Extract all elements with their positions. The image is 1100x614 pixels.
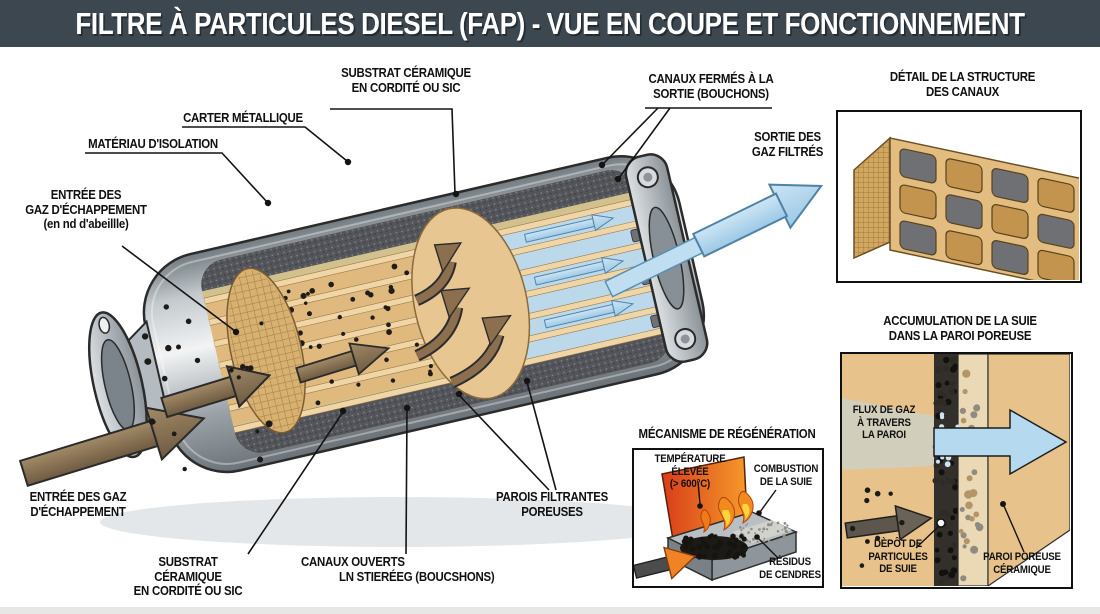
label-paroi-poreuse: PAROI POREUSE CÉRAMIQUE <box>983 551 1061 576</box>
label-parois-filtrantes: PAROIS FILTRANTES POREUSES <box>495 489 609 519</box>
leader-lines <box>85 107 772 555</box>
inset-soot-accumulation <box>840 352 1073 589</box>
label-sortie-gaz: SORTIE DES GAZ FILTRÉS <box>751 129 824 159</box>
insulation-bottom <box>234 331 676 459</box>
channel-grid-face <box>889 137 1079 280</box>
label-substrat-ceramique-bas: SUBSTRAT CÉRAMIQUE EN CORDITÉ OU SIC <box>133 554 243 599</box>
label-substrat-ceramique-haut: SUBSTRAT CÉRAMIQUE EN CORDITÉ OU SIC <box>341 65 471 95</box>
title-bar: FILTRE À PARTICULES DIESEL (FAP) - VUE E… <box>0 0 1100 47</box>
label-materiau-isolation: MATÉRIAU D'ISOLATION <box>88 136 218 151</box>
label-flux-de-gaz: FLUX DE GAZ À TRAVERS LA PAROI <box>852 404 916 442</box>
porous-side-face <box>853 136 891 260</box>
ceramic-wall-left <box>842 354 936 586</box>
filtered-gas-arrows <box>523 214 635 329</box>
label-combustion: COMBUSTION DE LA SUIE <box>753 463 819 488</box>
label-entree-gaz-bas: ENTRÉE DES GAZ D'ÉCHAPPEMENT <box>29 489 127 519</box>
insulation-top <box>196 164 637 292</box>
label-canaux-ouverts-l1: CANAUX OUVERTS <box>301 554 405 569</box>
label-detail-structure-title: DÉTAIL DE LA STRUCTURE DES CANAUX <box>889 69 1036 99</box>
regen-entry-arrow <box>634 546 697 580</box>
leader-dots <box>232 158 622 415</box>
channel-structure-art <box>853 136 1079 280</box>
label-accumulation-title: ACCUMULATION DE LA SUIE DANS LA PAROI PO… <box>883 313 1037 343</box>
label-entree-gaz-haut: ENTRÉE DES GAZ D'ÉCHAPPEMENT (en nd d'ab… <box>25 187 147 232</box>
label-mecanisme-title: MÉCANISME DE RÉGÉNÉRATION <box>638 426 816 441</box>
inlet-gas-arrow-inner <box>295 342 391 384</box>
flames <box>700 490 754 534</box>
label-canaux-ouverts-l2: LN STIERÉEG (BOUCSHONS) <box>339 569 495 584</box>
page-title: FILTRE À PARTICULES DIESEL (FAP) - VUE E… <box>75 5 1025 41</box>
label-carter-metallique: CARTER MÉTALLIQUE <box>183 110 303 125</box>
label-temperature: TEMPÉRATURE ÉLEVÉE (> 600°C) <box>654 453 726 491</box>
label-residus: RÉSIDUS DE CENDRES <box>759 556 821 581</box>
ceramic-wall-right <box>987 354 1070 586</box>
regeneration-art <box>634 456 799 582</box>
depot-leader-ring <box>936 518 946 528</box>
label-depot-particules: DÈPÔT DE PARTICULES DE SUIE <box>868 538 928 576</box>
canister-shadow <box>100 497 700 547</box>
gas-flow-curved-arrows <box>414 242 512 389</box>
soot-particles-inlet <box>141 304 273 472</box>
regen-leaders <box>697 481 779 559</box>
gas-fan <box>842 398 934 470</box>
filter-canister <box>87 153 709 474</box>
soot-entry-arrow <box>844 504 934 541</box>
soot-accumulation-art <box>842 354 1070 586</box>
inset-structure-detail <box>836 110 1082 283</box>
label-canaux-fermes: CANAUX FERMÉS À LA SORTIE (BOUCHONS) <box>648 71 774 101</box>
inset-regeneration <box>632 448 824 588</box>
gas-flow-arrow <box>933 408 1068 476</box>
exit-gas-arrow <box>604 183 824 298</box>
